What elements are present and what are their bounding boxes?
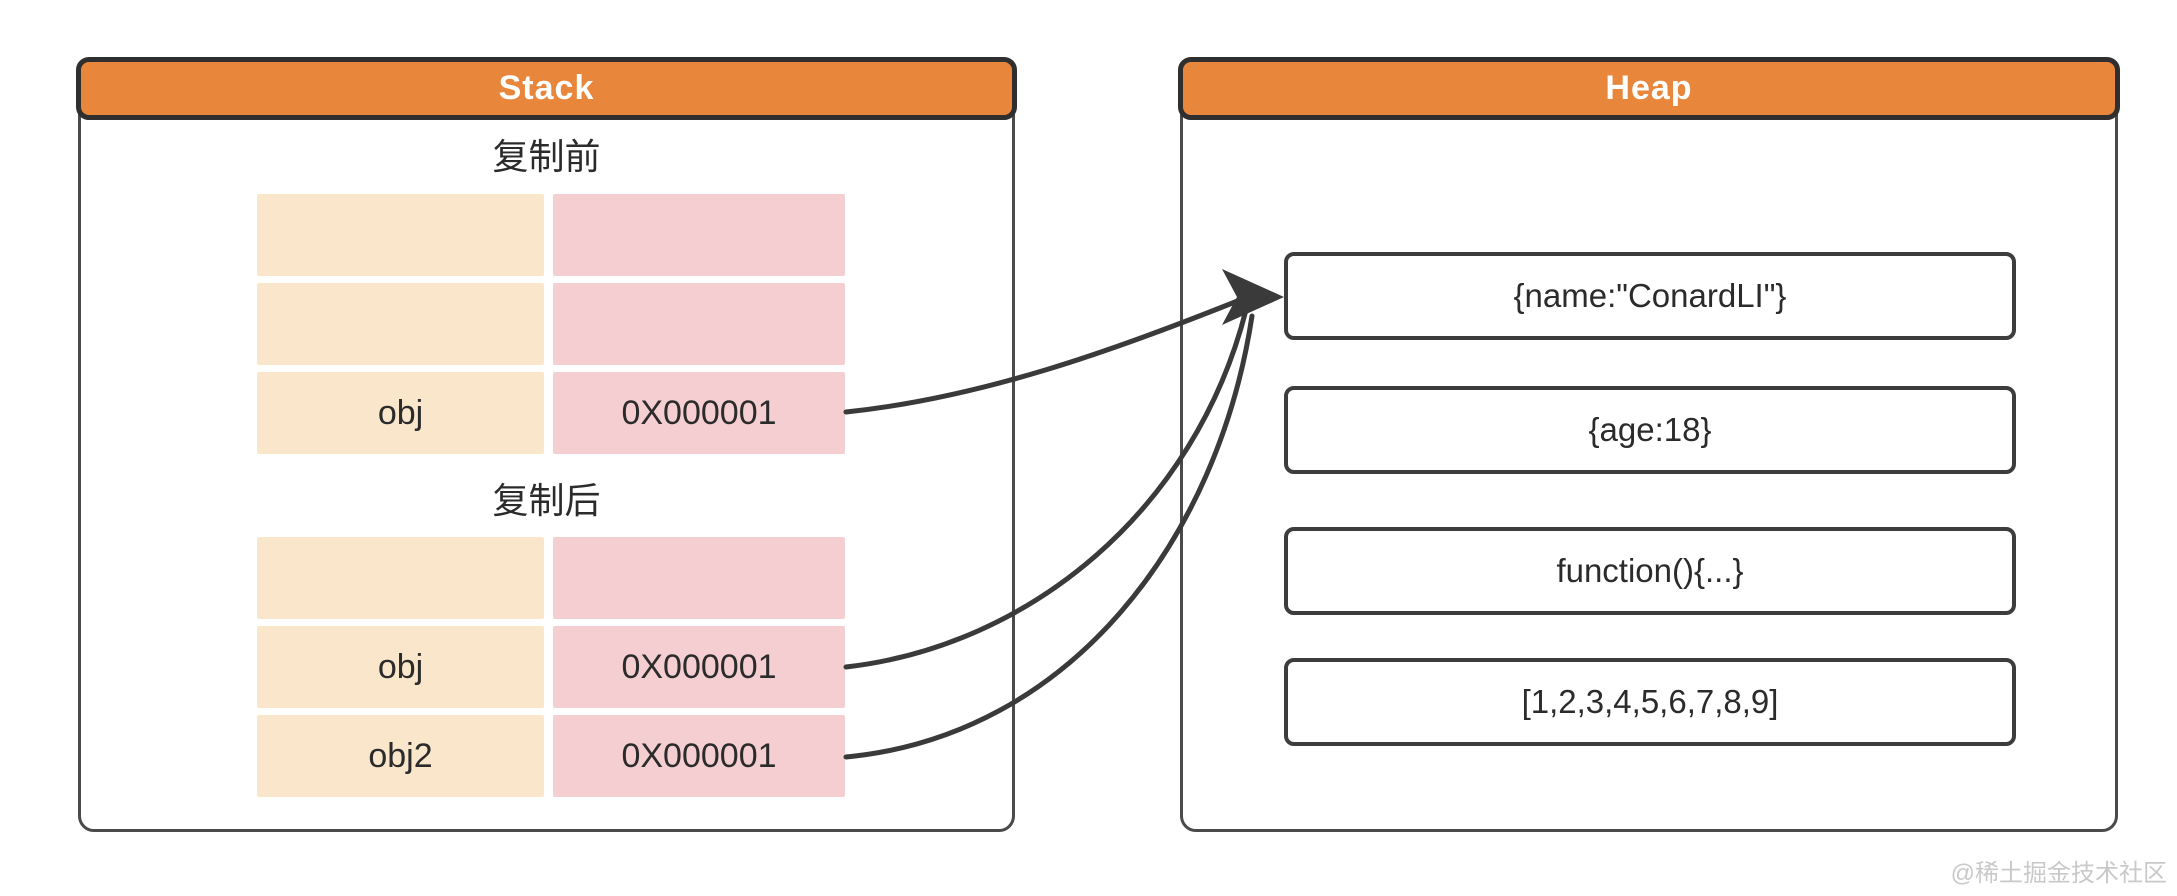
after-row2-addr-cell: 0X000001 <box>553 715 845 797</box>
stack-table-after: obj 0X000001 obj2 0X000001 <box>257 537 845 797</box>
heap-object-function: function(){...} <box>1284 527 2016 615</box>
before-row0-addr-cell <box>553 194 845 276</box>
before-row1-addr-cell <box>553 283 845 365</box>
after-copy-label: 复制后 <box>492 480 601 521</box>
before-row1-name-cell <box>257 283 544 365</box>
heap-object-array: [1,2,3,4,5,6,7,8,9] <box>1284 658 2016 746</box>
before-row2-addr-cell: 0X000001 <box>553 372 845 454</box>
stack-panel-header: Stack <box>76 57 1017 120</box>
stack-panel-title: Stack <box>498 69 595 107</box>
heap-panel: Heap {name:"ConardLI"} {age:18} function… <box>1178 57 2120 832</box>
stack-table-before: obj 0X000001 <box>257 194 845 454</box>
before-row0-name-cell <box>257 194 544 276</box>
after-row1-addr-cell: 0X000001 <box>553 626 845 708</box>
stack-panel: Stack 复制前 obj 0X000001 复制后 obj 0X000001 … <box>76 57 1017 832</box>
heap-panel-header: Heap <box>1178 57 2120 120</box>
before-row2-name-cell: obj <box>257 372 544 454</box>
after-row0-addr-cell <box>553 537 845 619</box>
heap-object-age: {age:18} <box>1284 386 2016 474</box>
watermark-text: @稀土掘金技术社区 <box>1950 860 2167 887</box>
after-row0-name-cell <box>257 537 544 619</box>
after-row1-name-cell: obj <box>257 626 544 708</box>
before-copy-label: 复制前 <box>492 136 601 177</box>
after-row2-name-cell: obj2 <box>257 715 544 797</box>
heap-object-name: {name:"ConardLI"} <box>1284 252 2016 340</box>
heap-panel-title: Heap <box>1605 69 1693 107</box>
